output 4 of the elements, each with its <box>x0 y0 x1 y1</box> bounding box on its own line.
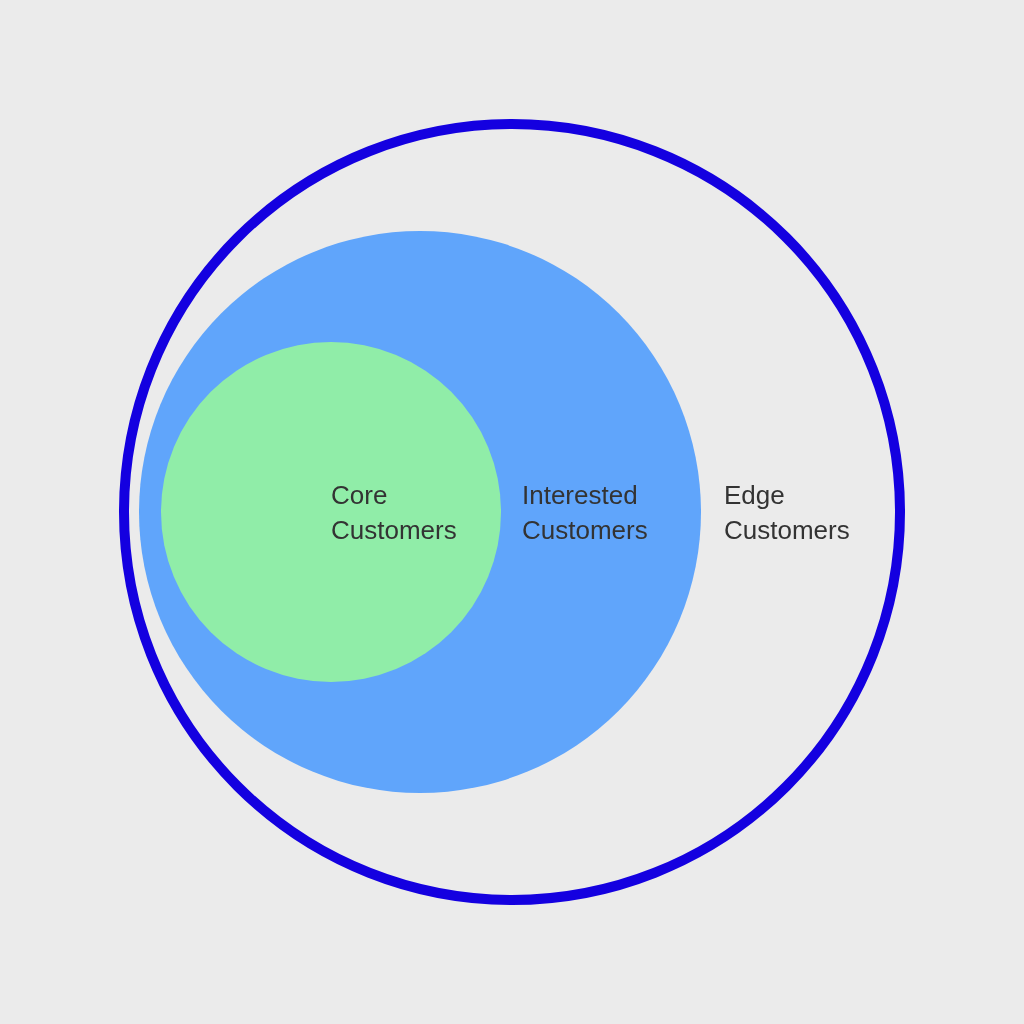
outer-ring <box>119 119 905 905</box>
circle-label: Core Customers <box>331 479 458 547</box>
circle-label: Interested Customers <box>522 479 649 547</box>
circle-label: Edge Customers <box>724 479 851 547</box>
